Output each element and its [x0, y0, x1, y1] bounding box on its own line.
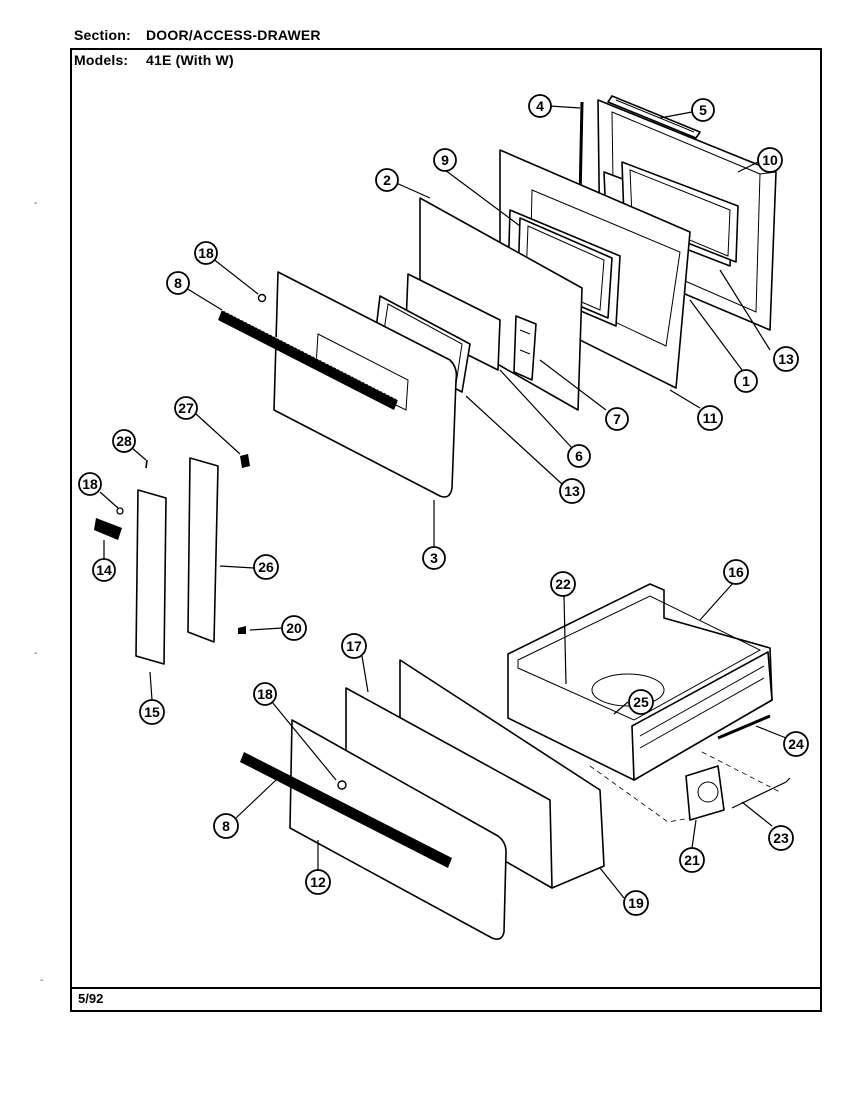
callout-28: 28	[112, 429, 136, 453]
margin-mark: -	[34, 648, 38, 659]
models-header: Models: 41E (With W)	[74, 52, 234, 68]
svg-text:4: 4	[536, 98, 544, 114]
section-label: Section:	[74, 27, 131, 43]
callout-22: 22	[550, 571, 576, 597]
callout-6: 6	[567, 444, 591, 468]
callout-23: 23	[768, 825, 794, 851]
margin-mark: -	[40, 975, 44, 986]
callout-24: 24	[783, 731, 809, 757]
part-clip-small	[238, 626, 246, 634]
part-wire	[731, 777, 791, 809]
svg-text:8: 8	[222, 818, 230, 834]
callout-10: 10	[757, 147, 783, 173]
callout-1: 1	[734, 369, 758, 393]
callout-21: 21	[679, 847, 705, 873]
part-drawer-front	[289, 719, 507, 940]
section-value: DOOR/ACCESS-DRAWER	[146, 27, 321, 43]
part-drawer-bracket	[685, 765, 725, 821]
svg-text:13: 13	[778, 351, 794, 367]
callout-13-mid: 13	[559, 478, 585, 504]
callout-15: 15	[139, 699, 165, 725]
part-drawer-handle	[240, 752, 452, 868]
part-clip	[240, 454, 250, 468]
svg-text:16: 16	[728, 564, 744, 580]
part-screw	[257, 293, 267, 303]
part-drawer-screw	[337, 780, 347, 790]
part-side-trim	[135, 489, 167, 665]
svg-text:27: 27	[178, 400, 194, 416]
svg-text:14: 14	[96, 562, 112, 578]
leader-lines	[99, 105, 787, 899]
callout-20: 20	[281, 615, 307, 641]
callout-5: 5	[691, 98, 715, 122]
part-vent-strip	[607, 95, 701, 139]
svg-text:15: 15	[144, 704, 160, 720]
part-door-glass	[405, 273, 501, 371]
part-side-trim-long	[187, 457, 219, 643]
part-trim-screw	[116, 507, 124, 515]
models-value: 41E (With W)	[146, 52, 234, 68]
svg-text:25: 25	[633, 694, 649, 710]
svg-text:10: 10	[762, 152, 778, 168]
callout-19: 19	[623, 890, 649, 916]
callout-16: 16	[723, 559, 749, 585]
svg-text:2: 2	[383, 172, 391, 188]
svg-text:28: 28	[116, 433, 132, 449]
callout-17: 17	[341, 633, 367, 659]
svg-text:18: 18	[82, 476, 98, 492]
callout-7: 7	[605, 407, 629, 431]
svg-text:18: 18	[198, 245, 214, 261]
section-header: Section: DOOR/ACCESS-DRAWER	[74, 27, 321, 43]
callout-25: 25	[628, 689, 654, 715]
callout-3: 3	[422, 546, 446, 570]
svg-text:11: 11	[703, 410, 718, 426]
part-pin	[145, 459, 148, 469]
svg-text:21: 21	[684, 852, 700, 868]
part-drawer-body	[507, 583, 773, 781]
callout-2: 2	[375, 168, 399, 192]
callout-8-bottom: 8	[213, 813, 239, 839]
models-label: Models:	[74, 52, 129, 68]
part-drawer-rod	[717, 714, 771, 740]
callout-4: 4	[528, 94, 552, 118]
callout-26: 26	[253, 554, 279, 580]
footer-rule	[70, 987, 822, 989]
part-trim-clip	[94, 518, 122, 540]
part-door-handle	[218, 309, 399, 410]
svg-text:20: 20	[286, 620, 302, 636]
svg-text:12: 12	[310, 874, 326, 890]
svg-text:1: 1	[742, 373, 750, 389]
svg-text:7: 7	[613, 411, 621, 427]
svg-text:22: 22	[555, 576, 571, 592]
diagram-frame	[70, 48, 822, 1012]
callout-18-top: 18	[194, 241, 218, 265]
callout-18-mid: 18	[78, 472, 102, 496]
svg-text:19: 19	[628, 895, 644, 911]
svg-text:24: 24	[788, 736, 804, 752]
callout-8-top: 8	[166, 271, 190, 295]
svg-text:3: 3	[430, 550, 438, 566]
callout-13-top: 13	[773, 346, 799, 372]
callout-18-bottom: 18	[253, 682, 277, 706]
margin-mark: -	[34, 198, 38, 209]
svg-text:8: 8	[174, 275, 182, 291]
footer-date: 5/92	[78, 991, 104, 1006]
svg-text:18: 18	[257, 686, 273, 702]
callout-11: 11	[697, 405, 723, 431]
callout-12: 12	[305, 869, 331, 895]
svg-text:23: 23	[773, 830, 789, 846]
part-door-rod	[578, 101, 584, 201]
svg-text:6: 6	[575, 448, 583, 464]
callout-14: 14	[92, 558, 116, 582]
callout-9: 9	[433, 148, 457, 172]
callout-27: 27	[174, 396, 198, 420]
svg-text:17: 17	[346, 638, 362, 654]
svg-text:13: 13	[564, 483, 580, 499]
part-hinge-bracket	[513, 315, 537, 381]
svg-text:26: 26	[258, 559, 274, 575]
svg-text:9: 9	[441, 152, 449, 168]
svg-text:5: 5	[699, 102, 707, 118]
